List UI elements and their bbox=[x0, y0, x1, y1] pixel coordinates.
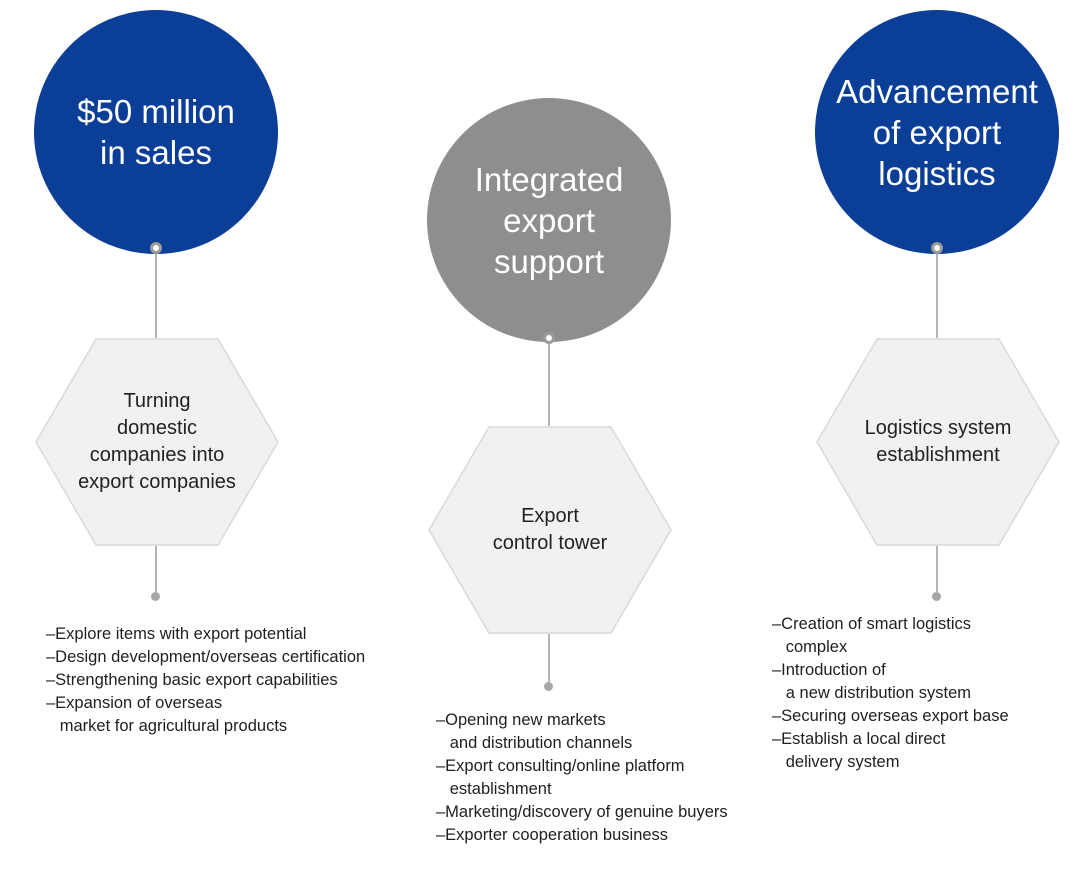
action-item: –Expansion of overseas bbox=[46, 694, 223, 712]
goal-circle-export-logistics: Advancement of export logistics bbox=[815, 10, 1059, 254]
connector-dot bbox=[932, 592, 941, 601]
action-item: –Creation of smart logistics bbox=[772, 615, 971, 633]
connector-line bbox=[548, 634, 550, 682]
hexagon-label: Logistics system establishment bbox=[864, 417, 1012, 466]
connector-line bbox=[155, 254, 157, 338]
connector-ring-dot bbox=[931, 242, 943, 254]
action-item: –Exporter cooperation business bbox=[436, 826, 669, 844]
action-item: –Introduction of bbox=[772, 661, 886, 679]
action-item: –Establish a local direct bbox=[772, 730, 946, 748]
action-item: –Opening new markets bbox=[436, 711, 606, 729]
hexagon-shape bbox=[35, 338, 279, 546]
strategy-hexagon-control-tower: Export control tower bbox=[428, 426, 672, 634]
action-item: delivery system bbox=[772, 753, 900, 771]
action-list-sales: –Explore items with export potential –De… bbox=[46, 623, 365, 738]
action-list-integrated-support: –Opening new markets and distribution ch… bbox=[436, 709, 728, 847]
action-item: a new distribution system bbox=[772, 684, 971, 702]
hexagon-shape bbox=[816, 338, 1060, 546]
action-item: –Marketing/discovery of genuine buyers bbox=[436, 803, 728, 821]
column-sales-goal: $50 million in sales Turning domestic co… bbox=[0, 0, 365, 893]
action-item: –Securing overseas export base bbox=[772, 707, 1009, 725]
connector-line bbox=[936, 254, 938, 338]
action-item: and distribution channels bbox=[436, 734, 633, 752]
connector-line bbox=[155, 546, 157, 592]
connector-dot bbox=[151, 592, 160, 601]
hexagon-shape bbox=[428, 426, 672, 634]
hexagon-label: Turning domestic companies into export c… bbox=[78, 390, 236, 493]
action-item: –Strengthening basic export capabilities bbox=[46, 671, 338, 689]
connector-dot bbox=[544, 682, 553, 691]
goal-circle-title: Integrated export support bbox=[474, 160, 624, 280]
hexagon-label: Export control tower bbox=[492, 505, 608, 554]
strategy-hexagon-logistics-system: Logistics system establishment bbox=[816, 338, 1060, 546]
action-item: establishment bbox=[436, 780, 552, 798]
connector-line bbox=[936, 546, 938, 592]
connector-line bbox=[548, 344, 550, 426]
action-item: market for agricultural products bbox=[46, 717, 288, 735]
strategy-hexagon-domestic-to-export: Turning domestic companies into export c… bbox=[35, 338, 279, 546]
action-item: –Design development/overseas certificati… bbox=[46, 648, 366, 666]
goal-circle-sales: $50 million in sales bbox=[34, 10, 278, 254]
action-list-export-logistics: –Creation of smart logistics complex –In… bbox=[772, 613, 1009, 774]
connector-ring-dot bbox=[543, 332, 555, 344]
action-item: –Explore items with export potential bbox=[46, 625, 307, 643]
column-export-logistics: Advancement of export logistics Logistic… bbox=[760, 0, 1078, 893]
connector-ring-dot bbox=[150, 242, 162, 254]
column-integrated-support: Integrated export support Export control… bbox=[360, 0, 760, 893]
action-item: complex bbox=[772, 638, 848, 656]
goal-circle-title: $50 million in sales bbox=[77, 93, 235, 171]
action-item: –Export consulting/online platform bbox=[436, 757, 685, 775]
goal-circle-title: Advancement of export logistics bbox=[836, 72, 1038, 192]
goal-circle-integrated-support: Integrated export support bbox=[427, 98, 671, 342]
